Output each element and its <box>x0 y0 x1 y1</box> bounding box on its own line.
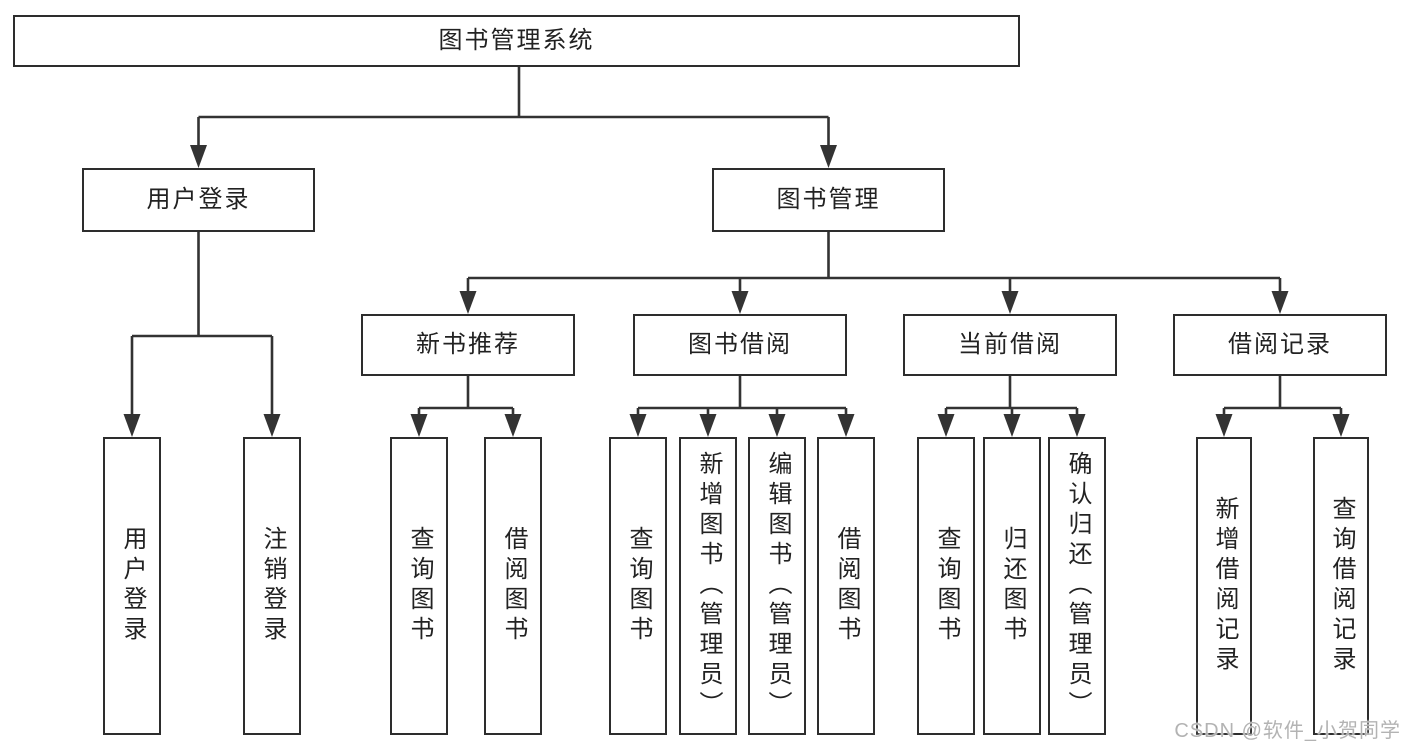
leaf-user-login-label: 用户登录 <box>119 526 146 646</box>
connector-paths <box>130 67 1343 422</box>
leaf-user-login: 用户登录 <box>103 437 161 735</box>
leaf-records-add-record-label: 新增借阅记录 <box>1211 496 1238 676</box>
leaf-borrow-query-books: 查询图书 <box>609 437 667 735</box>
leaf-borrow-query-books-label: 查询图书 <box>625 526 652 646</box>
node-user-login: 用户登录 <box>82 168 315 232</box>
leaf-logout-label: 注销登录 <box>259 526 286 646</box>
node-book-management: 图书管理 <box>712 168 945 232</box>
leaf-records-add-record: 新增借阅记录 <box>1196 437 1252 735</box>
leaf-recommend-borrow-books-label: 借阅图书 <box>500 526 527 646</box>
leaf-records-query-record: 查询借阅记录 <box>1313 437 1369 735</box>
node-new-book-recommend: 新书推荐 <box>361 314 575 376</box>
node-borrow-records-label: 借阅记录 <box>1228 331 1332 358</box>
leaf-current-return-books-label: 归还图书 <box>999 526 1026 646</box>
node-book-management-label: 图书管理 <box>776 186 881 213</box>
node-current-borrow-label: 当前借阅 <box>958 331 1062 358</box>
leaf-borrow-add-books-admin-label: 新增图书（管理员） <box>695 451 722 721</box>
leaf-recommend-borrow-books: 借阅图书 <box>484 437 542 735</box>
leaf-borrow-edit-books-admin-label: 编辑图书（管理员） <box>764 451 791 721</box>
leaf-current-return-books: 归还图书 <box>983 437 1041 735</box>
leaf-current-confirm-return-admin: 确认归还（管理员） <box>1048 437 1106 735</box>
node-borrow-records: 借阅记录 <box>1173 314 1387 376</box>
node-current-borrow: 当前借阅 <box>903 314 1117 376</box>
node-new-book-recommend-label: 新书推荐 <box>416 331 520 358</box>
node-system-title-label: 图书管理系统 <box>438 27 595 54</box>
leaf-borrow-borrow-books: 借阅图书 <box>817 437 875 735</box>
leaf-borrow-edit-books-admin: 编辑图书（管理员） <box>748 437 806 735</box>
leaf-current-confirm-return-admin-label: 确认归还（管理员） <box>1064 451 1091 721</box>
node-user-login-label: 用户登录 <box>146 186 251 213</box>
leaf-recommend-query-books: 查询图书 <box>390 437 448 735</box>
node-system-title: 图书管理系统 <box>13 15 1020 67</box>
csdn-watermark: CSDN @软件_小贺同学 <box>1174 720 1401 742</box>
node-book-borrow: 图书借阅 <box>633 314 847 376</box>
leaf-current-query-books-label: 查询图书 <box>933 526 960 646</box>
leaf-records-query-record-label: 查询借阅记录 <box>1328 496 1355 676</box>
node-book-borrow-label: 图书借阅 <box>688 331 792 358</box>
leaf-borrow-add-books-admin: 新增图书（管理员） <box>679 437 737 735</box>
leaf-recommend-query-books-label: 查询图书 <box>406 526 433 646</box>
leaf-current-query-books: 查询图书 <box>917 437 975 735</box>
leaf-borrow-borrow-books-label: 借阅图书 <box>833 526 860 646</box>
leaf-logout: 注销登录 <box>243 437 301 735</box>
